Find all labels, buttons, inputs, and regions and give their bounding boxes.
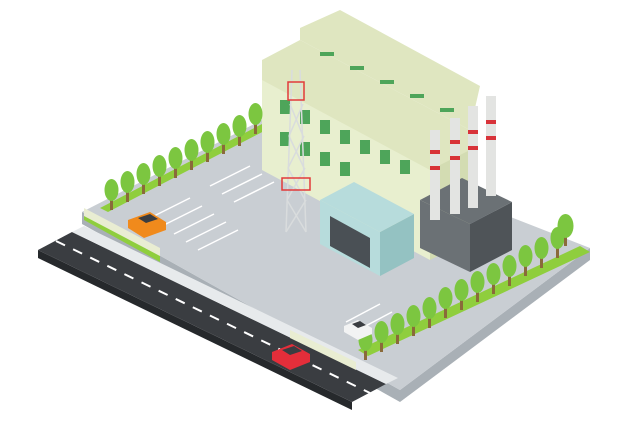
- tree: [486, 263, 501, 294]
- parking-lines: [149, 165, 393, 331]
- tree: [534, 237, 549, 268]
- road-center-line: [55, 240, 371, 394]
- car-white: [344, 320, 372, 340]
- tree: [422, 297, 437, 328]
- annex-building: [320, 182, 414, 276]
- annex-side: [380, 214, 414, 276]
- chimney-4: [486, 96, 496, 196]
- tree: [216, 123, 231, 154]
- window-row-lower: [280, 132, 350, 176]
- car-red: [272, 344, 310, 370]
- tower-top-cage: [287, 81, 305, 101]
- annex-roof: [320, 182, 414, 232]
- tree: [120, 171, 135, 202]
- road-side: [38, 250, 352, 410]
- chimneys: [430, 96, 496, 220]
- tree: [232, 115, 247, 146]
- chimney-1: [430, 130, 440, 220]
- plot-top: [82, 120, 590, 390]
- plot-side-right: [400, 248, 590, 402]
- tree: [136, 163, 151, 194]
- tree: [104, 179, 119, 210]
- lattice-tower: [281, 69, 311, 233]
- tower-platform: [281, 177, 311, 191]
- car-orange: [128, 212, 166, 238]
- tree: [374, 321, 389, 352]
- tree: [168, 147, 183, 178]
- trees: [104, 103, 574, 360]
- chimney-2: [450, 118, 460, 214]
- building-upper-tier: [262, 40, 470, 170]
- tree: [184, 139, 199, 170]
- tree: [438, 287, 453, 318]
- tree: [454, 279, 469, 310]
- machine-block-side: [470, 202, 512, 272]
- hedge-rails: [84, 208, 356, 370]
- tree: [390, 313, 405, 344]
- garage-door: [330, 216, 370, 268]
- grass-strip-right: [358, 246, 590, 356]
- building-roof: [300, 10, 480, 130]
- tree: [152, 155, 167, 186]
- machine-block-top: [420, 178, 512, 224]
- tree: [406, 305, 421, 336]
- window-row-upper: [280, 100, 410, 174]
- tree: [518, 245, 533, 276]
- tree: [502, 255, 517, 286]
- tree: [557, 214, 574, 246]
- tree: [200, 131, 215, 162]
- chimney-3: [468, 106, 478, 208]
- tree: [248, 103, 263, 134]
- tree: [470, 271, 485, 302]
- roof-vents: [320, 52, 454, 112]
